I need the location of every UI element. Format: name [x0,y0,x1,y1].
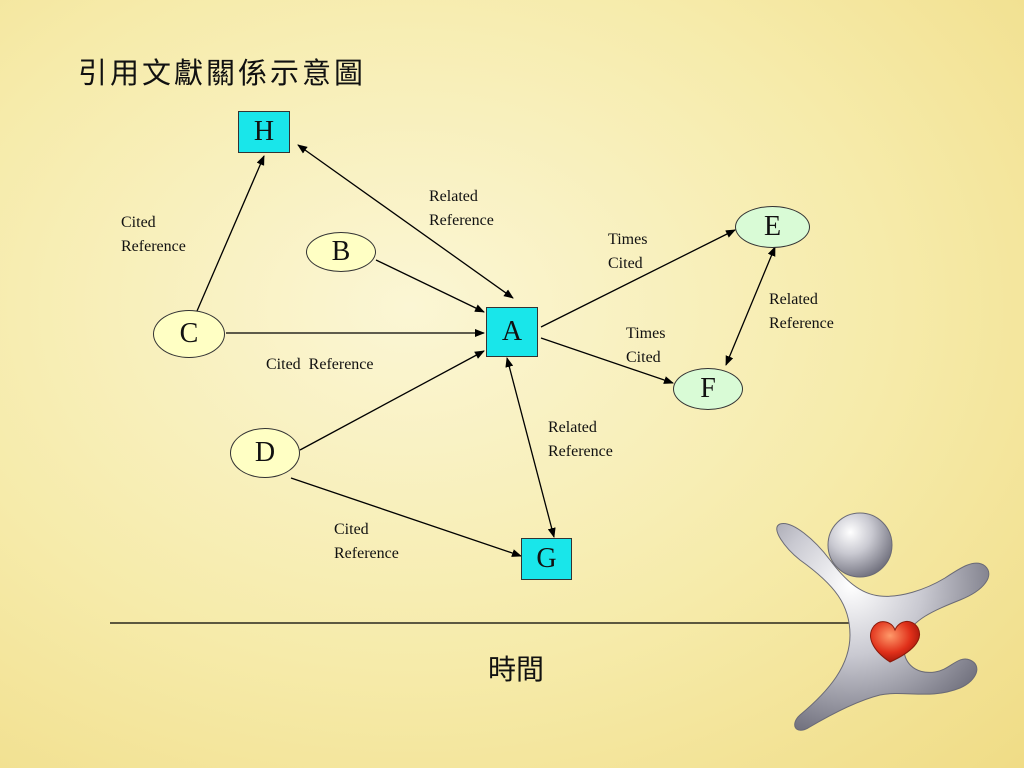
label-line: Times [626,325,666,342]
node-f: F [673,368,743,410]
edge-a-to-f [540,337,674,384]
edge-a-to-e [540,229,736,328]
label-c-to-a: Cited Reference [266,305,374,425]
label-e-f: Related Reference [769,288,834,336]
label-line: Reference [121,238,186,255]
edge-h-a [297,144,514,299]
edge-b-to-a [375,259,485,313]
page-title: 引用文獻關係示意圖 [78,56,367,90]
label-line: Related [429,188,478,205]
edge-a-g [505,357,556,538]
label-line: Related [769,291,818,308]
label-line: Reference [429,212,494,229]
label-line: Related [548,419,597,436]
label-h-a: Related Reference [429,185,494,233]
label-line: Reference [334,545,399,562]
label-line: Reference [548,443,613,460]
edge-e-f [725,246,776,366]
label-line: Cited [626,349,661,366]
label-line: Cited [121,214,156,231]
label-line: Reference [769,315,834,332]
label-line: Times [608,231,648,248]
node-g: G [521,538,572,580]
node-c: C [153,310,225,358]
edge-c-to-h [196,155,265,312]
label-d-to-g: Cited Reference [334,518,399,566]
label-line: Cited Reference [266,356,374,373]
node-a: A [486,307,538,357]
node-e: E [735,206,810,248]
label-line: Cited [608,255,643,272]
label-c-to-h: Cited Reference [121,211,186,259]
label-a-to-f: Times Cited [626,322,665,370]
label-line: Cited [334,521,369,538]
node-h: H [238,111,290,153]
timeline-label: 時間 [488,653,545,686]
node-d: D [230,428,300,478]
label-a-to-e: Times Cited [608,228,647,276]
edge-d-to-g [290,477,522,557]
running-figure-icon [776,512,990,731]
heart-icon [870,621,920,663]
edge-d-to-a [299,350,485,451]
node-b: B [306,232,376,272]
label-a-g: Related Reference [548,416,613,464]
